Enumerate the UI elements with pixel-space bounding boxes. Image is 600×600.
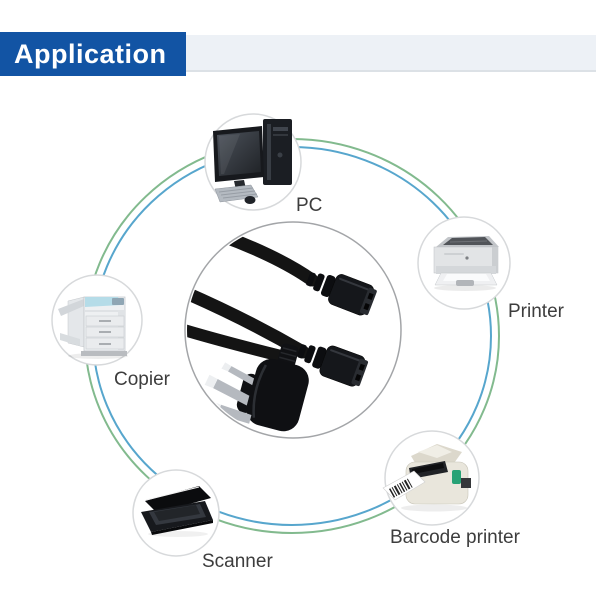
node-printer	[417, 216, 511, 310]
flatbed-scanner-icon	[141, 486, 213, 537]
header-banner: Application	[0, 32, 186, 76]
desktop-pc-icon	[213, 119, 292, 204]
barcode-label	[389, 478, 413, 498]
node-label-barcode-printer: Barcode printer	[390, 527, 520, 548]
iec-connector-2	[297, 344, 369, 387]
node-label-copier: Copier	[114, 369, 170, 390]
node-label-scanner: Scanner	[202, 551, 273, 572]
laser-printer-icon	[433, 236, 499, 291]
barcode-printer-icon	[382, 444, 471, 512]
y-splitter-power-cord-photo	[187, 226, 377, 432]
office-copier-icon	[58, 296, 128, 359]
node-copier	[51, 274, 143, 366]
node-label-printer: Printer	[508, 301, 564, 322]
node-barcode-printer	[382, 430, 480, 526]
header-strip	[183, 35, 596, 72]
node-label-pc: PC	[296, 195, 323, 216]
center-node	[184, 221, 402, 439]
node-pc	[204, 113, 302, 211]
power-plug	[204, 343, 309, 432]
page-title: Application	[14, 39, 167, 69]
iec-connector-1	[306, 272, 377, 316]
node-scanner	[132, 469, 220, 557]
